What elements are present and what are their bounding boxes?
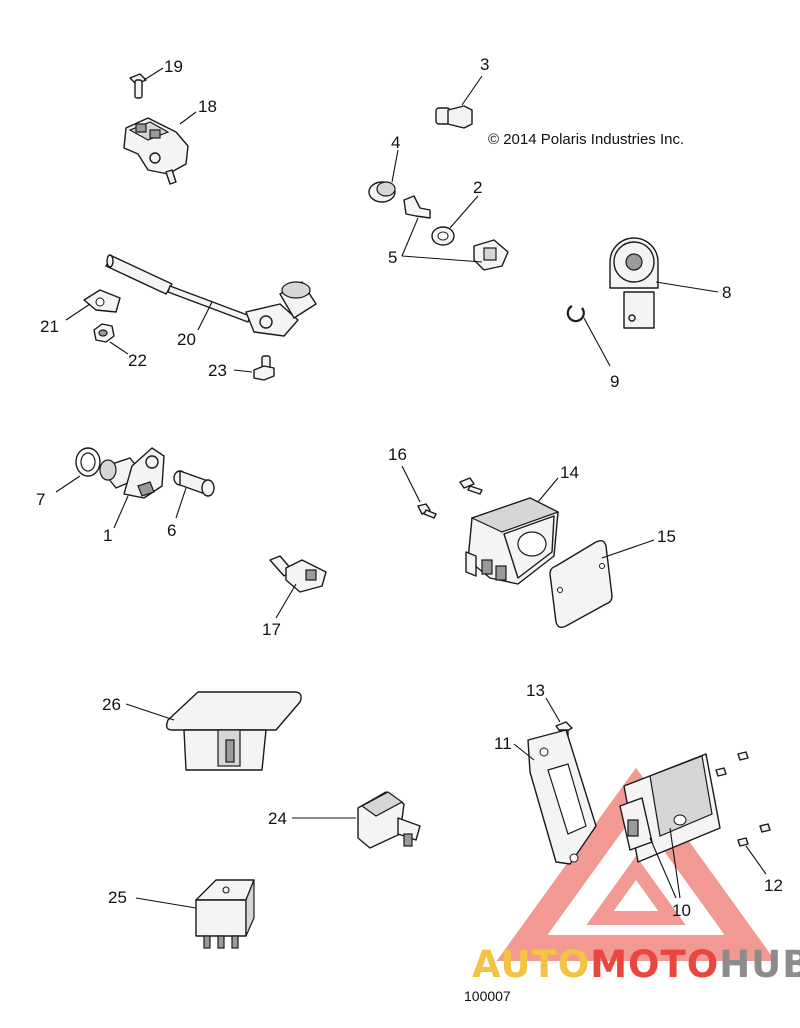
part-6-sleeve	[173, 470, 215, 497]
part-1-cam-sensor	[99, 447, 165, 499]
part-24-rocker-switch	[357, 791, 421, 849]
part-3-bolt	[435, 105, 473, 129]
callout-2[interactable]: 2	[473, 178, 482, 197]
callout-5[interactable]: 5	[388, 248, 397, 267]
part-26-panel-cover	[165, 691, 302, 771]
callout-19[interactable]: 19	[164, 57, 183, 76]
callout-22[interactable]: 22	[128, 351, 147, 370]
part-7-o-ring	[75, 447, 101, 477]
callout-1[interactable]: 1	[103, 526, 112, 545]
part-14-control-module-housing	[465, 497, 560, 585]
part-23-bolt	[253, 355, 275, 381]
callout-14[interactable]: 14	[560, 463, 579, 482]
part-22-nut	[93, 323, 115, 343]
callout-21[interactable]: 21	[40, 317, 59, 336]
callout-4[interactable]: 4	[391, 133, 400, 152]
part-15-cover-plate	[549, 539, 613, 629]
callout-25[interactable]: 25	[108, 888, 127, 907]
callout-12[interactable]: 12	[764, 876, 783, 895]
callout-26[interactable]: 26	[102, 695, 121, 714]
part-18-map-sensor	[123, 117, 189, 185]
callout-24[interactable]: 24	[268, 809, 287, 828]
part-8-knock-sensor	[609, 237, 659, 329]
part-21-clamp	[83, 289, 121, 313]
callout-13[interactable]: 13	[526, 681, 545, 700]
part-11-mounting-bracket	[527, 729, 597, 865]
watermark-word-moto: MOTO	[590, 943, 719, 986]
callout-8[interactable]: 8	[722, 283, 731, 302]
part-9-snap-ring	[566, 305, 585, 323]
part-25-light-switch	[195, 879, 255, 949]
callout-18[interactable]: 18	[198, 97, 217, 116]
callout-15[interactable]: 15	[657, 527, 676, 546]
callout-17[interactable]: 17	[262, 620, 281, 639]
part-2-washer	[431, 226, 455, 246]
callout-labels: 19 18 3 4 2 5 8 9 21 20 22 23 16 14 7 1 …	[36, 55, 783, 920]
svg-text:AUTOMOTOHUB: AUTOMOTOHUB	[472, 943, 800, 986]
part-5-clip-and-sensor	[403, 195, 509, 271]
part-19-bolt	[129, 73, 147, 99]
callout-10[interactable]: 10	[672, 901, 691, 920]
callout-11[interactable]: 11	[494, 734, 512, 753]
diagram-id: 100007	[464, 988, 511, 1004]
callout-6[interactable]: 6	[167, 521, 176, 540]
part-4-cap	[368, 181, 396, 203]
part-12-screws	[715, 751, 771, 847]
callout-20[interactable]: 20	[177, 330, 196, 349]
callout-23[interactable]: 23	[208, 361, 227, 380]
part-16-screws	[417, 477, 483, 519]
callout-9[interactable]: 9	[610, 372, 619, 391]
part-20-speed-sensor-cable	[105, 254, 317, 337]
copyright-notice: © 2014 Polaris Industries Inc.	[488, 131, 684, 148]
watermark-wordmark: AUTOMOTOHUB	[472, 943, 800, 986]
part-17-temp-sensor	[269, 555, 327, 593]
watermark-word-hub: HUB	[719, 943, 800, 986]
callout-16[interactable]: 16	[388, 445, 407, 464]
callout-7[interactable]: 7	[36, 490, 45, 509]
watermark-word-auto: AUTO	[472, 943, 590, 986]
watermark-logo	[496, 767, 776, 961]
part-10-engine-control-unit	[619, 753, 721, 863]
callout-3[interactable]: 3	[480, 55, 489, 74]
